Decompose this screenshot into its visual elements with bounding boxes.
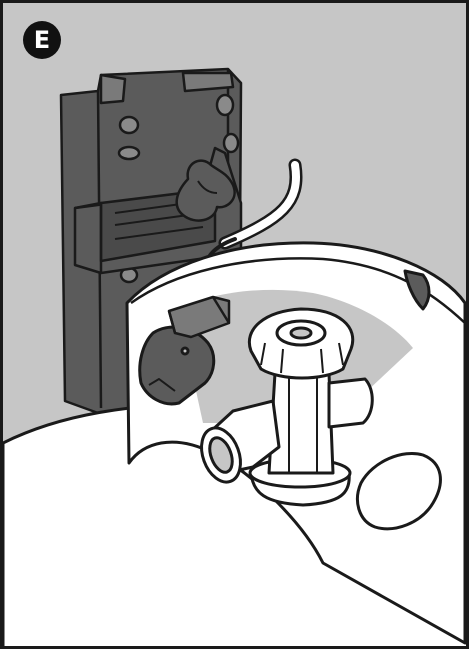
step-letter: E bbox=[34, 28, 50, 52]
step-letter-badge: E bbox=[23, 21, 61, 59]
illustration-canvas bbox=[3, 3, 469, 649]
